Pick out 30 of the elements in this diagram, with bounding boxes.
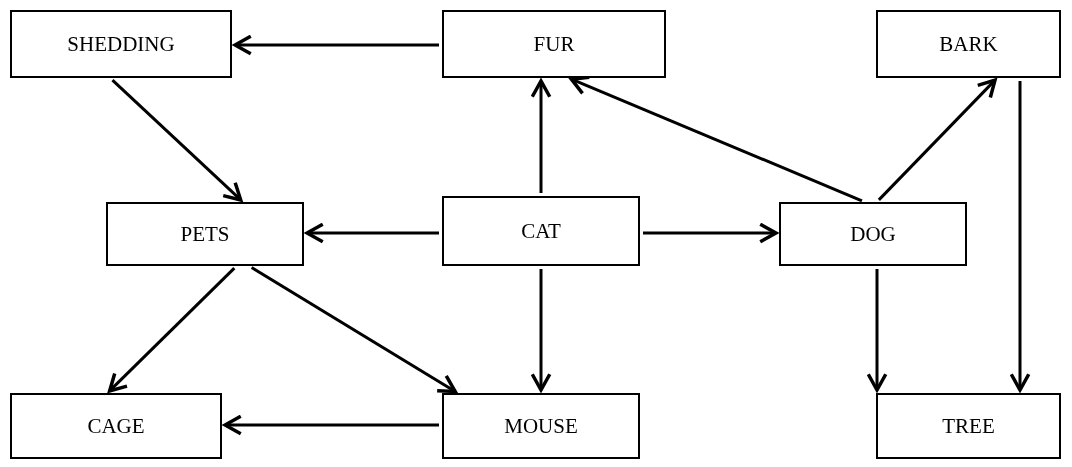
node-label: SHEDDING xyxy=(67,31,175,57)
node-label: BARK xyxy=(939,31,998,57)
arrow xyxy=(305,222,439,244)
arrow xyxy=(643,222,778,244)
arrow xyxy=(530,79,552,193)
arrow xyxy=(1009,81,1031,392)
arrow xyxy=(866,269,888,392)
node-label: MOUSE xyxy=(504,413,578,439)
node-label: FUR xyxy=(533,31,575,57)
node-label: PETS xyxy=(180,221,230,247)
node-label: DOG xyxy=(850,221,896,247)
concept-box xyxy=(779,202,967,266)
concept-box xyxy=(442,10,666,78)
node-label: TREE xyxy=(942,413,995,439)
arrow xyxy=(223,414,439,436)
arrow xyxy=(111,78,243,202)
concept-box xyxy=(442,393,640,459)
concept-box xyxy=(876,393,1061,459)
concept-box xyxy=(442,196,640,266)
arrow xyxy=(250,266,457,394)
concept-box xyxy=(10,10,232,78)
arrow xyxy=(530,269,552,392)
arrow xyxy=(107,267,236,393)
arrow xyxy=(877,78,997,201)
concept-box xyxy=(10,393,222,459)
node-label: CAT xyxy=(521,218,561,244)
node-label: CAGE xyxy=(87,413,145,439)
arrow xyxy=(233,34,439,56)
concept-box xyxy=(106,202,304,266)
concept-box xyxy=(876,10,1061,78)
